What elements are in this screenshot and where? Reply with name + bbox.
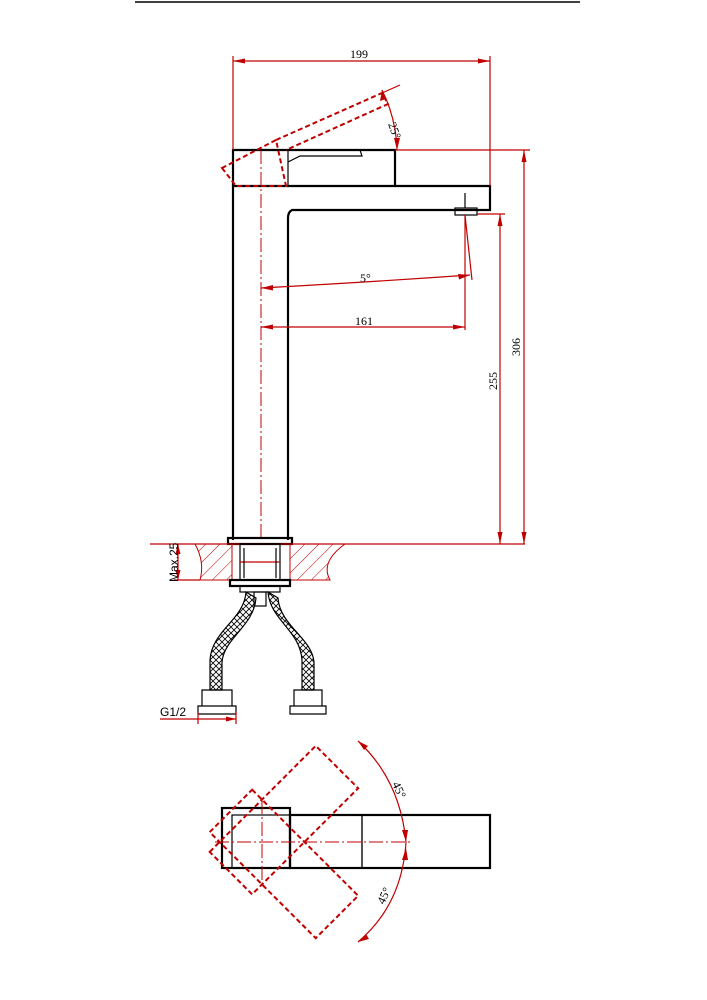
dim-rotation-upper-label: 45° [389,779,409,800]
dim-thread-label: G1/2 [160,705,186,719]
handle-rotated-dashed [220,91,390,187]
top-view: 45° 45° [208,740,492,943]
dim-255-label: 255 [486,372,500,390]
dim-161-label: 161 [355,314,373,328]
base-flange [226,536,294,546]
dim-199: 199 [232,47,491,186]
dim-25deg: 25° [380,84,404,151]
supply-hoses [197,590,327,715]
countertop-section [150,543,525,593]
dim-161: 161 [261,314,465,330]
dim-199-label: 199 [350,47,368,61]
aerator [454,207,478,216]
dim-255: 255 [477,213,505,544]
dim-max25-label: Max.25 [167,542,181,582]
faucet-body [231,184,492,540]
dim-5deg-label: 5° [360,271,371,285]
dim-thread: G1/2 [160,705,237,724]
dim-rotation-lower: 45° [357,841,408,943]
dim-306: 306 [395,149,530,544]
dim-306-label: 306 [509,338,523,356]
dim-rotation-lower-label: 45° [374,885,394,906]
dim-rotation-upper: 45° [357,740,409,843]
dim-25deg-label: 25° [385,120,404,141]
dim-max25: Max.25 [167,542,200,582]
side-view: 199 25° 306 255 [150,47,530,724]
dim-5deg: 5° [260,214,473,330]
